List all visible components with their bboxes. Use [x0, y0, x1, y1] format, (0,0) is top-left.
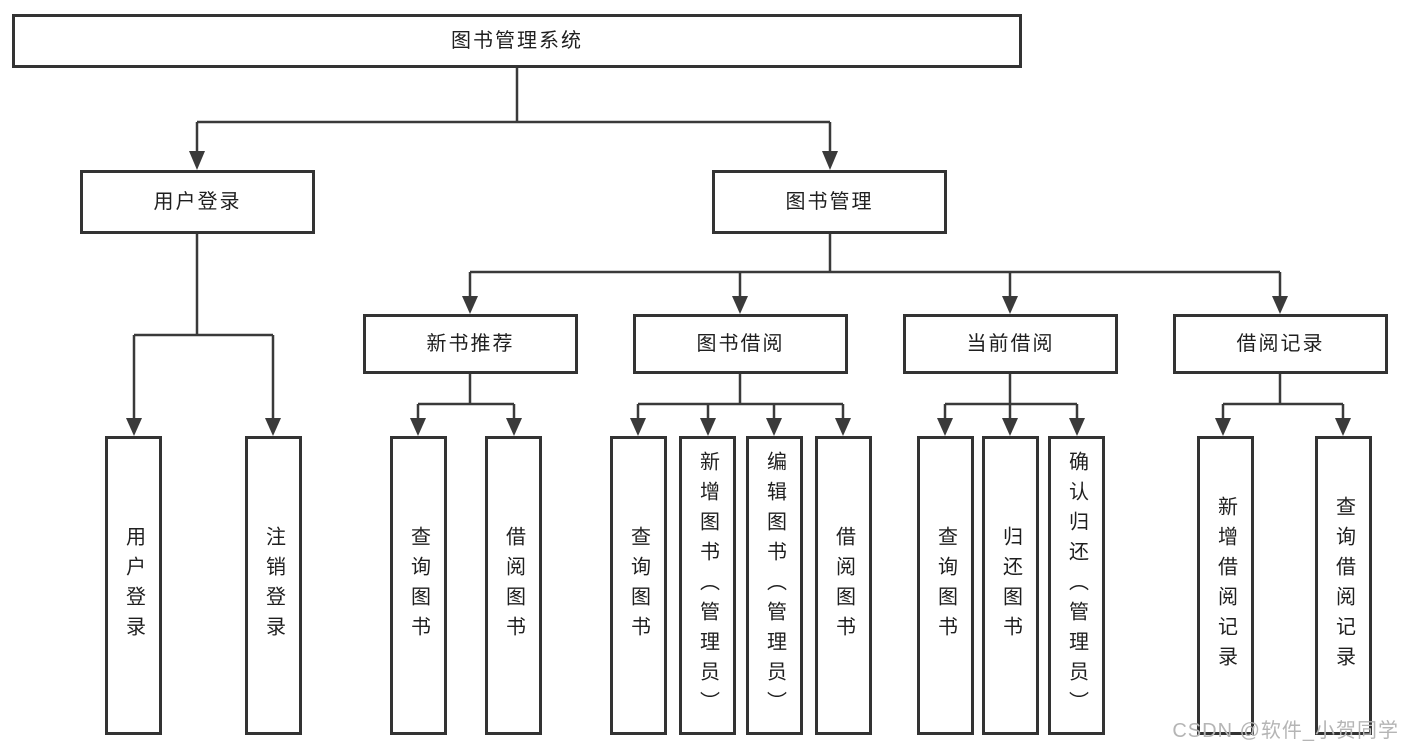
node-leaf-confirm-return-admin: 确认归还（管理员）	[1048, 436, 1105, 735]
node-leaf-query-books-recommend: 查询图书	[390, 436, 447, 735]
connector-borrowing-records	[1221, 374, 1345, 420]
connector-current-borrowing	[943, 374, 1079, 420]
node-leaf-return-books: 归还图书	[982, 436, 1039, 735]
node-new-book-recommend: 新书推荐	[363, 314, 578, 374]
node-leaf-user-login: 用户登录	[105, 436, 162, 735]
connector-book-borrowing	[636, 374, 845, 420]
connector-book-management	[468, 234, 1282, 298]
node-leaf-logout: 注销登录	[245, 436, 302, 735]
connector-user-login	[132, 234, 275, 420]
node-book-borrowing: 图书借阅	[633, 314, 848, 374]
csdn-watermark: CSDN @软件_小贺同学	[1172, 720, 1399, 742]
node-leaf-query-borrow-record: 查询借阅记录	[1315, 436, 1372, 735]
node-leaf-query-books-borrowing: 查询图书	[610, 436, 667, 735]
node-leaf-add-borrow-record: 新增借阅记录	[1197, 436, 1254, 735]
node-leaf-query-books-current: 查询图书	[917, 436, 974, 735]
node-leaf-edit-books-admin: 编辑图书（管理员）	[746, 436, 803, 735]
node-leaf-borrow-books-recommend: 借阅图书	[485, 436, 542, 735]
connector-root-to-level2	[195, 68, 832, 154]
arrowheads	[126, 151, 1351, 436]
node-borrowing-records: 借阅记录	[1173, 314, 1388, 374]
node-current-borrowing: 当前借阅	[903, 314, 1118, 374]
node-root: 图书管理系统	[12, 14, 1022, 68]
node-leaf-borrow-books-borrowing: 借阅图书	[815, 436, 872, 735]
node-leaf-add-books-admin: 新增图书（管理员）	[679, 436, 736, 735]
connector-new-book-recommend	[416, 374, 516, 420]
node-book-management: 图书管理	[712, 170, 947, 234]
node-user-login: 用户登录	[80, 170, 315, 234]
